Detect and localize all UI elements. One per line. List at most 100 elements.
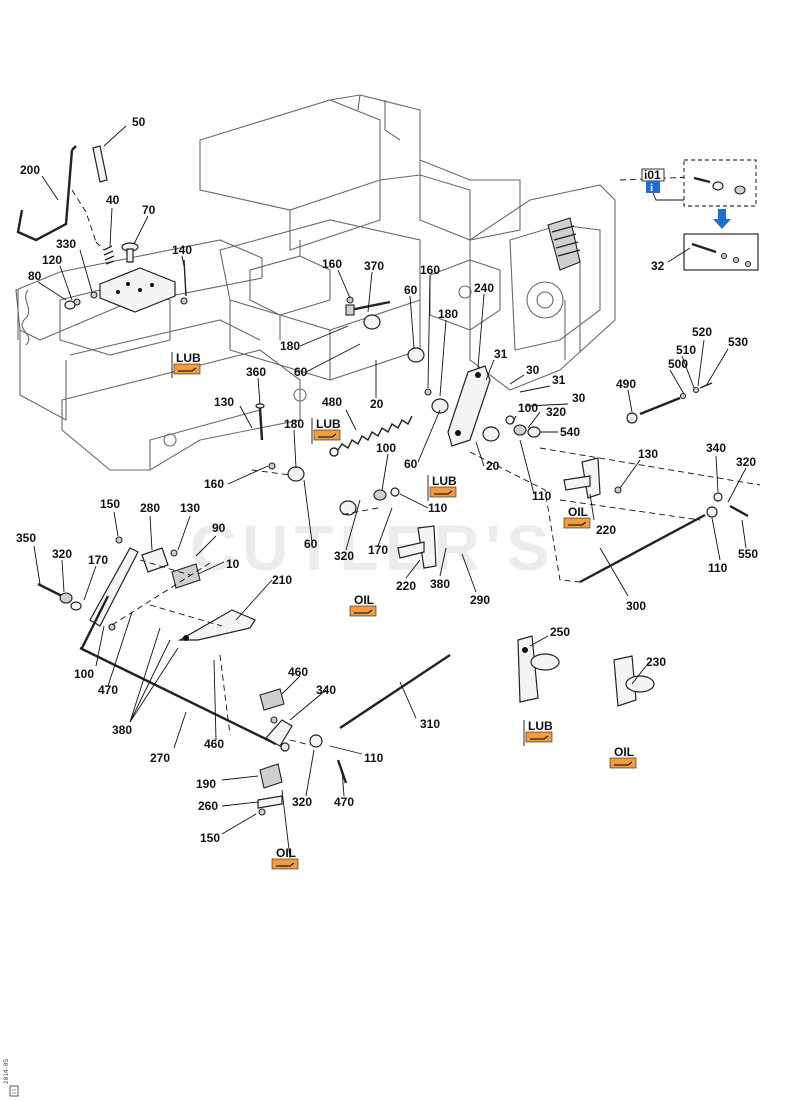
- callout-350: 350: [16, 531, 36, 545]
- lub-tag-2: LUB: [311, 417, 341, 444]
- part-140-rod: [183, 259, 187, 297]
- part-370-bolt: [345, 300, 391, 316]
- callout-270: 270: [150, 751, 170, 765]
- callout-220a: 220: [396, 579, 416, 593]
- part-270-shaft: [79, 646, 293, 747]
- lub-tag-1: LUB: [171, 351, 201, 378]
- oil-tag-3: OIL: [609, 745, 637, 769]
- callout-110b: 110: [428, 501, 448, 515]
- callout-180c: 180: [284, 417, 304, 431]
- callout-170a: 170: [88, 553, 108, 567]
- part-40-spring: [103, 245, 115, 265]
- part-260-plate: [257, 795, 283, 809]
- callout-470b: 470: [334, 795, 354, 809]
- callout-31a: 31: [494, 347, 508, 361]
- callout-60a: 60: [404, 283, 418, 297]
- callout-320c: 320: [52, 547, 72, 561]
- footer-doc-code: 2014-05: [3, 1058, 10, 1084]
- callout-500: 500: [668, 357, 688, 371]
- info-box: i01 i 32: [641, 159, 759, 273]
- callout-370: 370: [364, 259, 384, 273]
- part-250-lever: [517, 635, 560, 703]
- oil-tag-1: OIL: [563, 505, 591, 529]
- svg-text:OIL: OIL: [568, 505, 588, 519]
- part-350-bolt: [37, 582, 82, 611]
- part-240-arm: [447, 365, 491, 447]
- part-170-lever: [80, 547, 139, 649]
- callout-470a: 470: [98, 683, 118, 697]
- callout-520: 520: [692, 325, 712, 339]
- callout-150b: 150: [200, 831, 220, 845]
- callout-540: 540: [560, 425, 580, 439]
- callout-320d: 320: [334, 549, 354, 563]
- part-160-bolts: [346, 296, 432, 396]
- part-190-block: [259, 763, 283, 789]
- watermark: CUTLER'S: [190, 512, 555, 584]
- callout-530: 530: [728, 335, 748, 349]
- callout-110a: 110: [532, 489, 552, 503]
- down-arrow-icon: [713, 209, 731, 229]
- svg-text:OIL: OIL: [614, 745, 634, 759]
- callout-380a: 380: [430, 577, 450, 591]
- callout-170b: 170: [368, 543, 388, 557]
- callout-320e: 320: [292, 795, 312, 809]
- svg-text:LUB: LUB: [176, 351, 201, 365]
- svg-text:OIL: OIL: [276, 846, 296, 860]
- leader-lines: [33, 125, 747, 859]
- callout-110c: 110: [708, 561, 728, 575]
- svg-text:LUB: LUB: [528, 719, 553, 733]
- lub-tag-3: LUB: [427, 474, 457, 501]
- part-300-rod: [579, 504, 749, 584]
- callout-340b: 340: [316, 683, 336, 697]
- callout-80: 80: [28, 269, 42, 283]
- callout-360: 360: [246, 365, 266, 379]
- callout-310: 310: [420, 717, 440, 731]
- callout-190: 190: [196, 777, 216, 791]
- callout-100b: 100: [376, 441, 396, 455]
- svg-text:LUB: LUB: [316, 417, 341, 431]
- callout-230: 230: [646, 655, 666, 669]
- part-210-wedge: [177, 609, 256, 641]
- callout-130b: 130: [638, 447, 658, 461]
- lub-tag-4: LUB: [523, 719, 553, 746]
- callout-460a: 460: [288, 665, 308, 679]
- part-220-bracket-b: [397, 525, 437, 569]
- callout-300: 300: [626, 599, 646, 613]
- callout-320a: 320: [546, 405, 566, 419]
- part-460-block: [259, 688, 285, 711]
- page-icon: [9, 1085, 19, 1097]
- callout-200: 200: [20, 163, 40, 177]
- oil-tag-4: OIL: [271, 846, 299, 870]
- part-480-spring: [329, 415, 413, 457]
- part-200-lever: [16, 145, 77, 242]
- callout-60b: 60: [294, 365, 308, 379]
- callout-31b: 31: [552, 373, 566, 387]
- part-shift-plate: [99, 267, 176, 313]
- callout-100a: 100: [518, 401, 538, 415]
- part-50-pin: [92, 145, 108, 183]
- callout-220b: 220: [596, 523, 616, 537]
- callout-160a: 160: [322, 257, 342, 271]
- part-230-bracket: [613, 655, 655, 707]
- callout-30b: 30: [572, 391, 586, 405]
- callout-70: 70: [142, 203, 156, 217]
- callout-320b: 320: [736, 455, 756, 469]
- callout-100c: 100: [74, 667, 94, 681]
- svg-text:i: i: [650, 182, 653, 194]
- callout-260: 260: [198, 799, 218, 813]
- part-cluster-left: [64, 300, 76, 310]
- svg-text:OIL: OIL: [354, 593, 374, 607]
- callout-140: 140: [172, 243, 192, 257]
- callout-460b: 460: [204, 737, 224, 751]
- callout-180b: 180: [280, 339, 300, 353]
- oil-tag-2: OIL: [349, 593, 377, 617]
- callout-130a: 130: [214, 395, 234, 409]
- svg-text:LUB: LUB: [432, 474, 457, 488]
- info-result-label: 32: [651, 259, 665, 273]
- callout-130c: 130: [180, 501, 200, 515]
- callout-20a: 20: [370, 397, 384, 411]
- callout-110d: 110: [364, 751, 384, 765]
- callout-50: 50: [132, 115, 146, 129]
- callout-90: 90: [212, 521, 226, 535]
